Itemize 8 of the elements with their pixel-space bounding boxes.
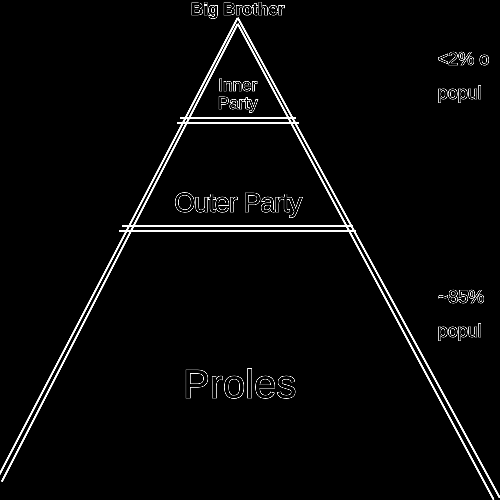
- tier-label: Outer Party: [174, 188, 302, 218]
- apex-label: Big Brother: [190, 0, 286, 20]
- tier-label: Proles: [183, 363, 297, 407]
- note-text: popul: [438, 320, 482, 342]
- note-text: popul: [438, 82, 482, 104]
- note-text: ~85%: [438, 286, 485, 308]
- tier-label: Inner Party: [217, 77, 260, 113]
- note-text: <2% o: [438, 48, 490, 70]
